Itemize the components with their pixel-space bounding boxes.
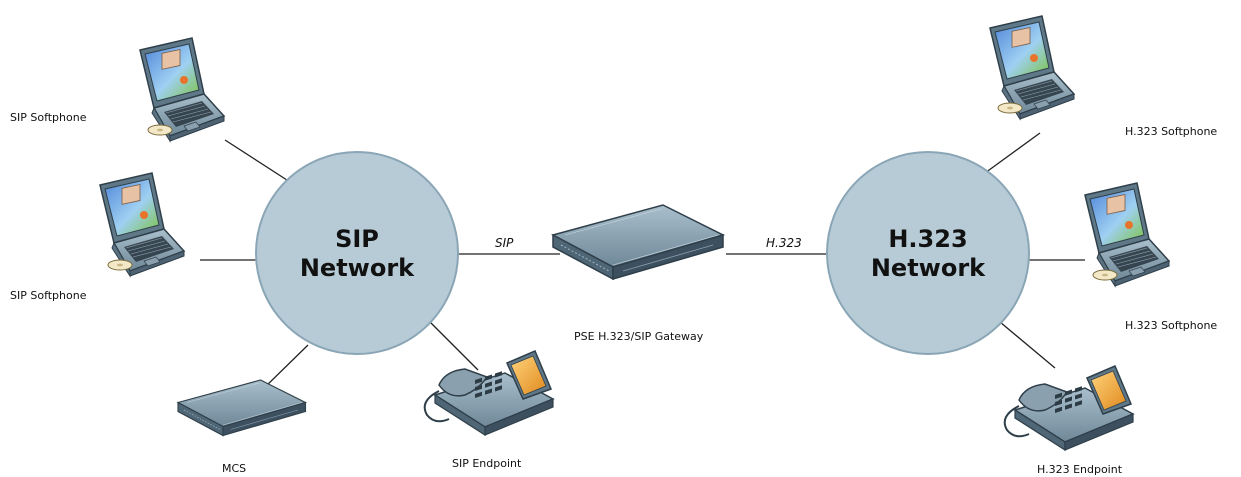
h323-softphone-2-label: H.323 Softphone bbox=[1125, 319, 1218, 332]
sip-softphone-2-label: SIP Softphone bbox=[10, 289, 87, 302]
sip-softphone-1-label: SIP Softphone bbox=[10, 111, 87, 124]
sip-softphone-2-laptop-icon bbox=[99, 172, 185, 277]
mcs-server-icon bbox=[177, 379, 307, 437]
h323-endpoint-label: H.323 Endpoint bbox=[1037, 463, 1123, 476]
h323-endpoint-phone-icon bbox=[1003, 365, 1134, 451]
sip-network-circle bbox=[255, 151, 459, 355]
mcs-label: MCS bbox=[222, 462, 247, 475]
sip-endpoint-phone-icon bbox=[423, 350, 554, 436]
h323-network-label-line2: Network bbox=[870, 254, 986, 282]
sip-network-label-line2: Network bbox=[299, 254, 415, 282]
sip-softphone-1-laptop-icon bbox=[139, 37, 225, 142]
h323-link-label: H.323 bbox=[766, 236, 802, 250]
sip-network-label-line1: SIP bbox=[335, 225, 379, 253]
h323-network bbox=[826, 151, 1030, 355]
sip-endpoint-label: SIP Endpoint bbox=[452, 457, 522, 470]
gateway-server-icon bbox=[552, 204, 724, 280]
h323-softphone-1-laptop-icon bbox=[989, 15, 1075, 120]
sip-network-label: SIP Network bbox=[297, 225, 417, 283]
h323-softphone-2-laptop-icon bbox=[1084, 182, 1170, 287]
h323-softphone-1-label: H.323 Softphone bbox=[1125, 125, 1218, 138]
h323-network-circle bbox=[826, 151, 1030, 355]
gateway-label: PSE H.323/SIP Gateway bbox=[574, 330, 704, 343]
link-sip-softphone-1 bbox=[224, 139, 291, 183]
sip-link-label: SIP bbox=[495, 236, 514, 250]
h323-network-label-line1: H.323 bbox=[888, 225, 968, 253]
link-sip-endpoint bbox=[429, 321, 479, 371]
sip-network bbox=[255, 151, 459, 355]
link-mcs bbox=[261, 344, 309, 391]
links bbox=[200, 132, 1085, 391]
link-h323-endpoint bbox=[999, 321, 1056, 369]
link-h323-softphone-1 bbox=[984, 132, 1041, 174]
h323-network-label: H.323 Network bbox=[858, 225, 998, 283]
